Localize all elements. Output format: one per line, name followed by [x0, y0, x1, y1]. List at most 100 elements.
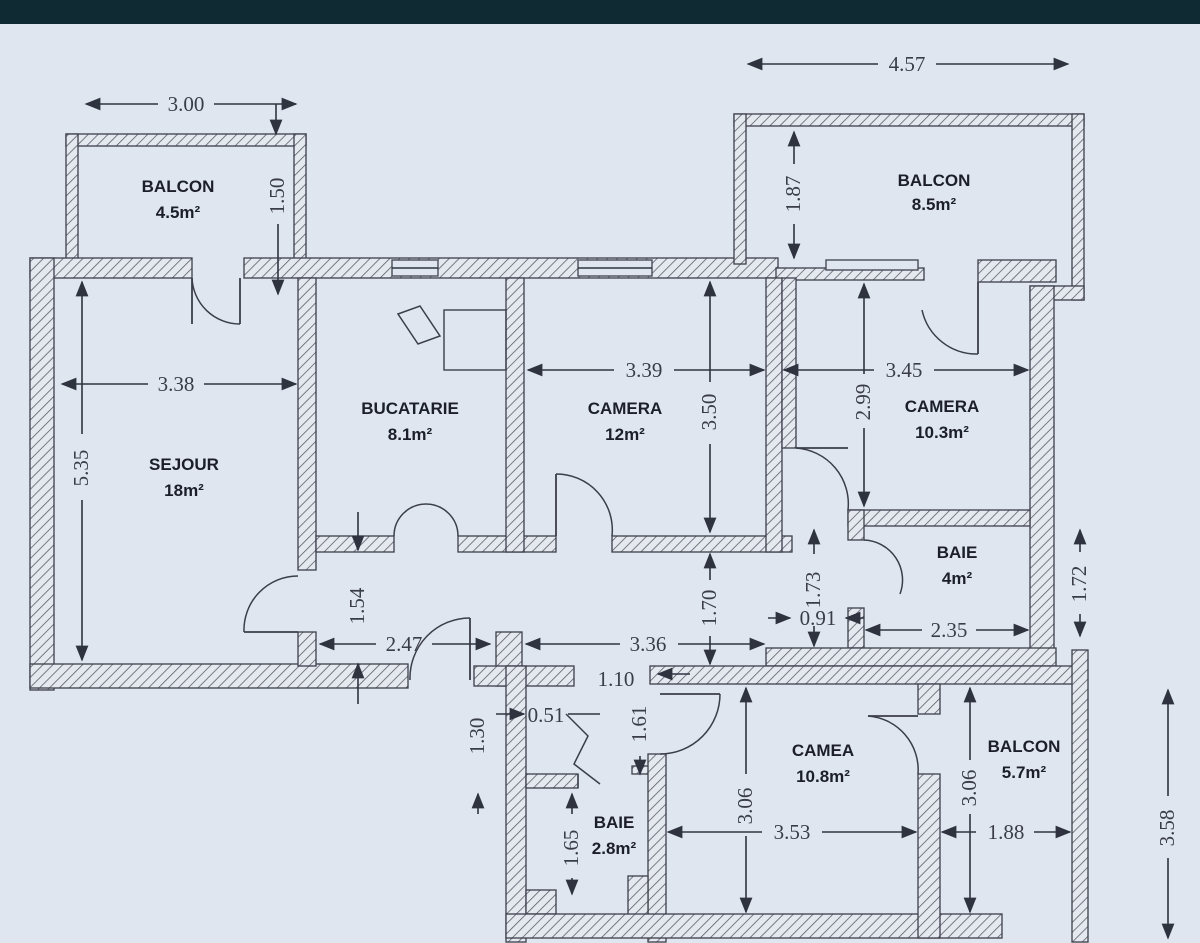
room-name-sejour: SEJOUR	[149, 455, 219, 474]
wall	[847, 607, 865, 649]
dim-label: 0.91	[800, 606, 837, 630]
door-swing	[867, 715, 919, 775]
wall	[733, 113, 747, 265]
dim-label: 3.39	[626, 358, 663, 382]
dim-label: 3.58	[1155, 810, 1179, 847]
room-area-sejour: 18m²	[164, 481, 204, 500]
door-swing	[921, 309, 979, 355]
wall	[525, 889, 557, 915]
wall	[243, 257, 779, 279]
door-swing	[243, 575, 299, 633]
wall	[29, 257, 55, 691]
door-swing	[863, 539, 904, 595]
dim-label: 2.35	[931, 618, 968, 642]
wall	[847, 509, 1031, 527]
wall	[505, 277, 525, 553]
dim-label: 1.61	[627, 706, 651, 743]
room-name-bucatarie: BUCATARIE	[361, 399, 459, 418]
room-area-balcon-3: 5.7m²	[1002, 763, 1047, 782]
windows	[391, 259, 919, 277]
dim-label: 1.30	[465, 718, 489, 755]
dim-label: 3.38	[158, 372, 195, 396]
room-area-camera-1: 12m²	[605, 425, 645, 444]
kitchen-fixture	[396, 305, 442, 345]
door-swing	[659, 693, 721, 755]
dim-label: 4.57	[889, 52, 926, 76]
dim-label: 3.00	[168, 92, 205, 116]
room-area-baie-1: 4m²	[942, 569, 973, 588]
wall	[297, 277, 317, 571]
dimension-lines	[60, 57, 1175, 940]
room-area-baie-2: 2.8m²	[592, 839, 637, 858]
wall	[647, 753, 667, 943]
dim-label: 5.35	[69, 450, 93, 487]
wall	[733, 113, 1085, 127]
dim-label: 1.65	[559, 830, 583, 867]
wall	[297, 631, 317, 667]
wall	[65, 133, 307, 147]
room-area-camea: 10.8m²	[796, 767, 850, 786]
dim-label: 2.47	[386, 632, 423, 656]
room-area-balcon-1: 4.5m²	[156, 203, 201, 222]
wall	[847, 509, 865, 541]
dim-label: 3.53	[774, 820, 811, 844]
dim-label: 0.51	[528, 703, 565, 727]
door-swing	[393, 503, 459, 537]
dim-label: 1.54	[345, 587, 369, 624]
dim-label: 1.87	[781, 176, 805, 213]
wall	[765, 277, 783, 553]
door-swing	[191, 277, 241, 325]
wall	[765, 647, 1057, 667]
dim-label: 3.45	[886, 358, 923, 382]
dim-label: 2.99	[851, 384, 875, 421]
top-bar	[0, 0, 1200, 24]
wall	[611, 535, 793, 553]
dimension-labels: 3.00 4.57 1.50 1.87 3.38 3.39 3.45 3.50 …	[69, 52, 1179, 866]
floor-plan-sheet: 3.00 4.57 1.50 1.87 3.38 3.39 3.45 3.50 …	[0, 24, 1200, 943]
wall	[293, 133, 307, 261]
dim-label: 3.06	[733, 788, 757, 825]
room-name-camera-2: CAMERA	[905, 397, 980, 416]
door-swing	[555, 473, 614, 537]
wall	[1071, 649, 1089, 943]
room-name-camera-1: CAMERA	[588, 399, 663, 418]
dim-label: 1.70	[697, 590, 721, 627]
dim-label: 3.06	[957, 770, 981, 807]
closet-door	[565, 713, 601, 785]
wall	[1071, 113, 1085, 301]
room-name-baie-1: BAIE	[937, 543, 978, 562]
room-area-balcon-2: 8.5m²	[912, 195, 957, 214]
wall	[917, 683, 941, 715]
wall	[505, 665, 527, 943]
dim-label: 3.36	[630, 632, 667, 656]
wall	[525, 773, 579, 789]
wall	[917, 773, 941, 939]
room-area-camera-2: 10.3m²	[915, 423, 969, 442]
room-name-balcon-3: BALCON	[988, 737, 1061, 756]
room-area-bucatarie: 8.1m²	[388, 425, 433, 444]
wall	[977, 259, 1057, 283]
room-name-balcon-1: BALCON	[142, 177, 215, 196]
wall	[649, 665, 1087, 685]
wall	[315, 535, 395, 553]
dim-label: 1.50	[265, 178, 289, 215]
kitchen-fixture	[443, 309, 507, 371]
paper	[0, 24, 1200, 943]
wall	[29, 663, 409, 689]
room-labels: BALCON 4.5m² BALCON 8.5m² BUCATARIE 8.1m…	[142, 171, 1061, 858]
floor-plan: 3.00 4.57 1.50 1.87 3.38 3.39 3.45 3.50 …	[0, 24, 1200, 943]
room-name-camea: CAMEA	[792, 741, 854, 760]
dim-label: 1.72	[1067, 566, 1091, 603]
doors	[191, 277, 979, 788]
room-name-baie-2: BAIE	[594, 813, 635, 832]
door-swing	[795, 447, 850, 511]
dim-label: 1.88	[988, 820, 1025, 844]
walls	[29, 113, 1089, 943]
room-name-balcon-2: BALCON	[898, 171, 971, 190]
dim-label: 1.73	[801, 572, 825, 609]
wall	[1029, 285, 1055, 663]
window	[825, 259, 919, 271]
wall	[65, 133, 79, 261]
dim-label: 1.10	[598, 667, 635, 691]
dim-label: 3.50	[697, 394, 721, 431]
